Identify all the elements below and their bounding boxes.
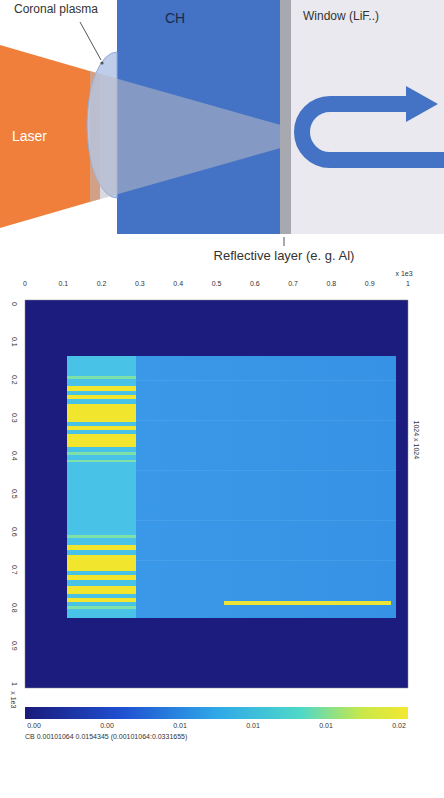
tick-label: 0.8 [327, 280, 337, 288]
tick-label: 0.8 [10, 603, 18, 613]
probe-arrowhead [406, 86, 438, 122]
tick-label: 0.2 [10, 375, 18, 385]
tick-label: 0.6 [250, 280, 260, 288]
reflective-layer [280, 0, 291, 234]
tick-label: 0 [10, 302, 18, 306]
colorbar-range: CB 0.00101064 0.0154345 (0.00101064:0.03… [25, 733, 187, 741]
tick-label: 0.1 [10, 337, 18, 347]
tick-label: 0.1 [58, 280, 68, 288]
ch-ablator: CH [117, 0, 280, 234]
axis-scale: x 1e3 [395, 270, 412, 278]
node-text: CH [165, 10, 185, 26]
tick-label: 0.7 [10, 565, 18, 575]
tick-label: 0 [23, 280, 27, 288]
leader-line [80, 22, 101, 60]
tick-label: 0.9 [10, 641, 18, 651]
colorbar-tick: 0.01 [173, 722, 187, 730]
tick-label: 0.4 [173, 280, 183, 288]
tick-label: 0.3 [135, 280, 145, 288]
tick-label: 0.9 [365, 280, 375, 288]
axis-scale: x 1e3 [10, 691, 18, 708]
colorbar-tick: 0.00 [27, 722, 41, 730]
laser-beam: Laser [0, 45, 100, 228]
tick-label: 0.6 [10, 527, 18, 537]
tick-label: 1 [10, 682, 18, 686]
probe-beam [302, 104, 444, 160]
tick-label: 0.7 [288, 280, 298, 288]
image-size: 1024 x 1024 [412, 421, 420, 460]
tick-label: 0.5 [10, 489, 18, 499]
tick-label: 0.2 [97, 280, 107, 288]
colorbar-tick: 0.01 [246, 722, 260, 730]
tick-label: 0.5 [212, 280, 222, 288]
leader-dot [100, 61, 103, 64]
colorbar-tick: 0.00 [100, 722, 114, 730]
colorbar-tick: 0.02 [392, 722, 406, 730]
laser-cone [90, 71, 288, 202]
coronal-plasma [87, 52, 117, 198]
tick-label: 0.4 [10, 451, 18, 461]
leader-line [284, 237, 285, 246]
colorbar-tick: 0.01 [319, 722, 333, 730]
part-label: Reflective layer (e. g. Al) [214, 249, 355, 263]
node-text: Window (LiF..) [303, 10, 379, 24]
tick-label: 1 [406, 280, 410, 288]
window-box: Window (LiF..) [291, 0, 444, 234]
node-text: Laser [12, 128, 47, 144]
tick-label: 0.3 [10, 413, 18, 423]
part-label: Coronal plasma [14, 3, 98, 16]
